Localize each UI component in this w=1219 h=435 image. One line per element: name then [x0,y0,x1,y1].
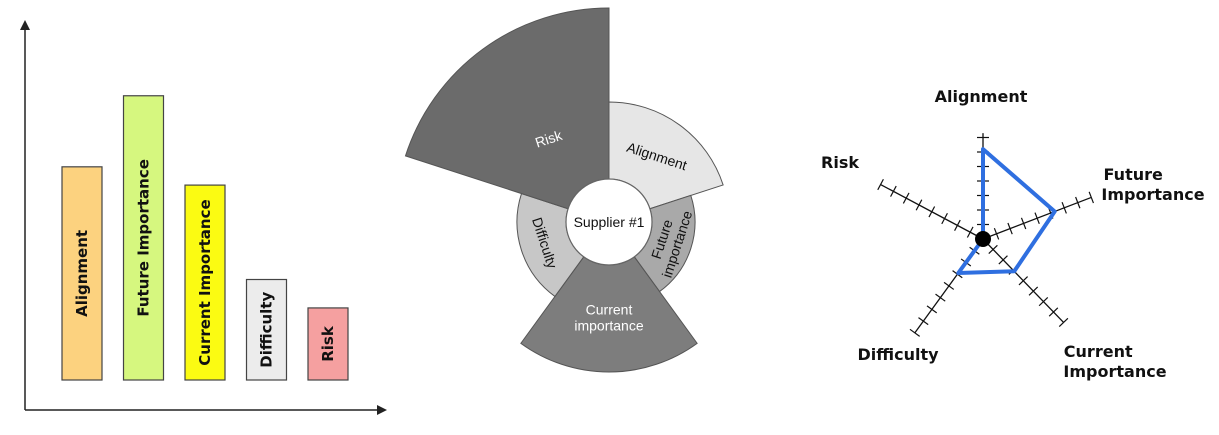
radar-tick [1034,212,1040,225]
radar-label-future-line2: Importance [1101,185,1204,204]
radar-label-future-line1: Future [1104,165,1163,184]
polar-sector-risk [404,7,610,210]
radar-tick [988,244,998,255]
bar-label-difficulty: Difficulty [258,292,276,368]
radar-label-difficulty: Difficulty [857,345,939,364]
radar-tick [998,255,1008,265]
bar-chart: Alignment Future Importance Current Import… [20,20,387,415]
radar-label-alignment: Alignment [935,87,1028,106]
radar-tick [902,192,910,204]
polar-center-circle [565,178,653,266]
radar-chart: Alignment Risk Future Importance Current… [821,87,1205,381]
bar-label-current-importance: Current Importance [196,199,214,365]
radar-tick [943,281,955,290]
bar-future-importance [122,95,165,381]
radar-tick [1058,317,1069,328]
radar-center-dot [975,231,991,247]
radar-tick [1018,276,1029,286]
radar-label-current-line1: Current [1064,342,1133,361]
radar-tick [928,206,936,218]
radar-tick [915,199,923,211]
radar-tick [941,212,948,225]
radar-tick [966,226,974,238]
bar-label-risk: Risk [319,325,337,362]
radar-tick [993,227,1000,240]
radar-tick [1038,296,1049,307]
bar-label-alignment: Alignment [73,230,91,317]
bar-label-future-importance: Future Importance [135,159,153,317]
radar-tick [1061,202,1067,214]
radar-label-current-importance: Current Importance [1063,342,1166,381]
radar-tick [1048,307,1059,317]
radar-tick [935,293,946,302]
radar-tick [1007,222,1013,235]
radar-tick [890,185,897,197]
radar-tick [1088,191,1095,204]
radar-tick [1075,196,1081,209]
radar-series-polygon [956,147,1057,275]
radar-tick [918,317,929,326]
radar-tick [1028,286,1039,296]
polar-center-label: Supplier #1 [574,214,645,230]
bar-risk [307,307,349,381]
radar-tick [909,328,921,337]
bar-current-importance [184,184,226,381]
bar-alignment [61,166,103,381]
radar-tick [1020,217,1027,230]
radar-label-current-line2: Importance [1063,362,1166,381]
radar-label-risk: Risk [821,153,859,172]
bar-difficulty [245,278,288,381]
radar-label-future-importance: Future Importance [1101,165,1204,204]
radar-tick [926,305,938,314]
radar-tick [877,178,884,191]
radar-tick [954,219,961,231]
